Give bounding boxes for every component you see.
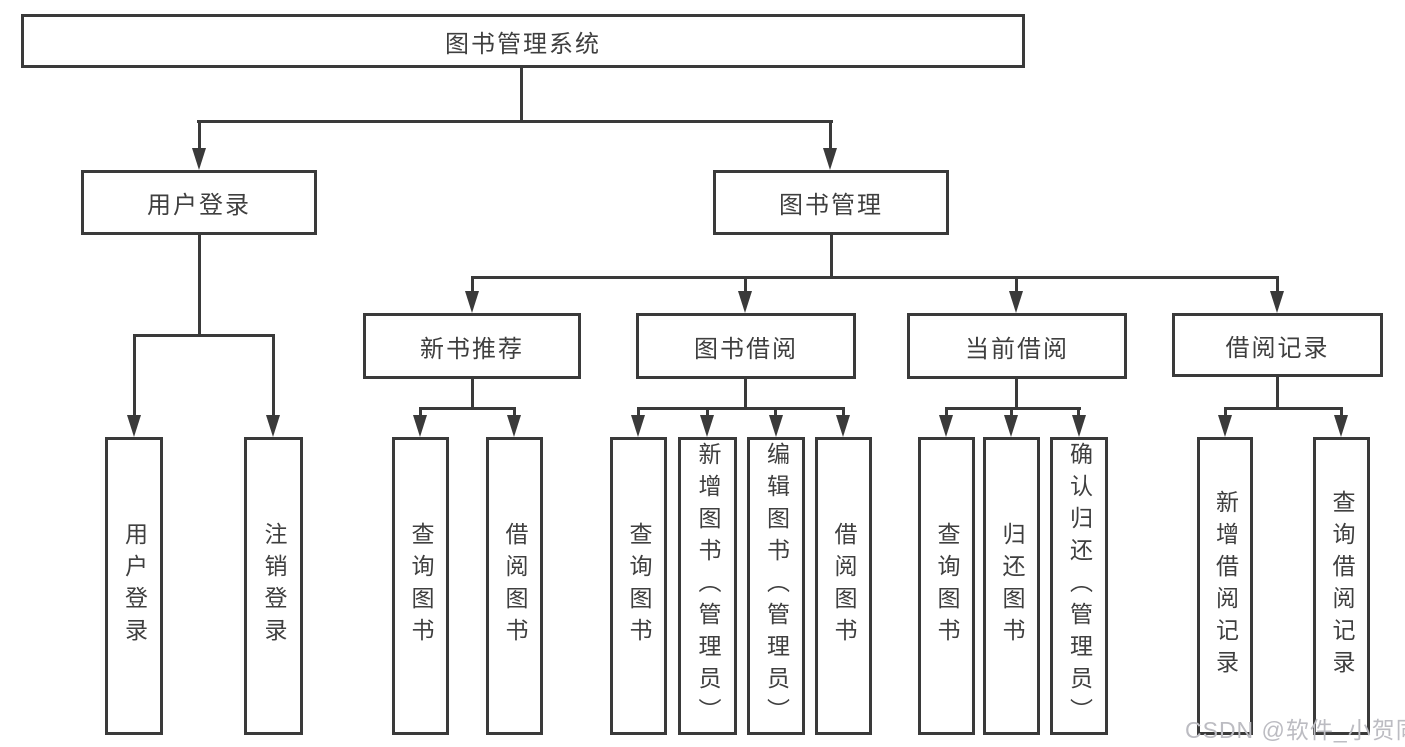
node-current-borrowing: 当前借阅: [907, 313, 1127, 379]
node-label: 查询图书: [626, 522, 652, 650]
node-new-book-recommendation: 新书推荐: [363, 313, 581, 379]
connector-line: [1010, 407, 1013, 417]
node-leaf-query-books-recommend: 查询图书: [392, 437, 449, 735]
arrowhead-icon: [1270, 291, 1284, 313]
node-label: 图书管理: [779, 192, 883, 219]
arrowhead-icon: [192, 148, 206, 170]
arrowhead-icon: [1009, 291, 1023, 313]
arrowhead-icon: [1072, 415, 1086, 437]
node-label: 用户登录: [147, 192, 251, 219]
node-label: 借阅图书: [502, 522, 528, 650]
node-label: 新书推荐: [420, 335, 524, 363]
connector-line: [419, 407, 422, 417]
node-leaf-borrow-books-recommend: 借阅图书: [486, 437, 543, 735]
node-label: 借阅记录: [1225, 334, 1330, 362]
node-label: 当前借阅: [965, 335, 1069, 363]
connector-line: [637, 407, 640, 417]
arrowhead-icon: [631, 415, 645, 437]
node-leaf-logout: 注销登录: [244, 437, 303, 735]
node-leaf-edit-books-admin: 编辑图书（管理员）: [747, 437, 805, 735]
node-label: 确认归还（管理员）: [1066, 442, 1093, 730]
connector-line: [197, 120, 833, 123]
connector-line: [198, 235, 201, 334]
node-borrowing-records: 借阅记录: [1172, 313, 1383, 377]
node-label: 归还图书: [999, 522, 1025, 650]
arrowhead-icon: [836, 415, 850, 437]
arrowhead-icon: [700, 415, 714, 437]
node-label: 借阅图书: [831, 522, 857, 650]
node-book-borrowing: 图书借阅: [636, 313, 856, 379]
node-leaf-return-books: 归还图书: [983, 437, 1040, 735]
arrowhead-icon: [1218, 415, 1232, 437]
connector-line: [198, 120, 201, 150]
node-leaf-user-login: 用户登录: [105, 437, 163, 735]
node-user-login: 用户登录: [81, 170, 317, 235]
connector-line: [1340, 407, 1343, 417]
arrowhead-icon: [1334, 415, 1348, 437]
node-label: 新增图书（管理员）: [695, 442, 721, 730]
arrowhead-icon: [127, 415, 141, 437]
node-leaf-query-books-borrowing: 查询图书: [610, 437, 667, 735]
connector-line: [945, 407, 1081, 410]
connector-line: [513, 407, 516, 417]
node-label: 图书管理系统: [445, 30, 601, 58]
connector-line: [945, 407, 948, 417]
arrowhead-icon: [823, 148, 837, 170]
arrowhead-icon: [465, 291, 479, 313]
csdn-watermark: CSDN @软件_小贺同学: [1185, 717, 1405, 743]
connector-line: [774, 407, 777, 417]
arrowhead-icon: [413, 415, 427, 437]
arrowhead-icon: [266, 415, 280, 437]
connector-line: [471, 379, 474, 407]
connector-line: [272, 334, 275, 417]
connector-line: [1276, 276, 1279, 293]
node-label: 图书借阅: [694, 335, 798, 363]
node-leaf-add-books-admin: 新增图书（管理员）: [678, 437, 737, 735]
connector-line: [520, 68, 523, 120]
node-label: 注销登录: [261, 522, 287, 650]
node-label: 查询图书: [934, 522, 960, 650]
connector-line: [133, 334, 136, 417]
connector-line: [637, 407, 845, 410]
connector-line: [471, 276, 474, 293]
arrowhead-icon: [939, 415, 953, 437]
connector-line: [706, 407, 709, 417]
arrowhead-icon: [738, 291, 752, 313]
connector-line: [419, 407, 516, 410]
node-label: 编辑图书（管理员）: [763, 442, 790, 730]
node-leaf-add-borrow-record: 新增借阅记录: [1197, 437, 1253, 735]
connector-line: [1224, 407, 1342, 410]
node-label: 新增借阅记录: [1212, 490, 1239, 682]
node-leaf-confirm-return-admin: 确认归还（管理员）: [1050, 437, 1108, 735]
connector-line: [842, 407, 845, 417]
connector-line: [1276, 377, 1279, 407]
connector-line: [744, 276, 747, 293]
node-library-management-system: 图书管理系统: [21, 14, 1025, 68]
node-label: 查询借阅记录: [1329, 490, 1355, 682]
connector-line: [133, 334, 274, 337]
connector-line: [471, 276, 1279, 279]
connector-line: [830, 235, 833, 276]
connector-line: [744, 379, 747, 407]
arrowhead-icon: [507, 415, 521, 437]
connector-line: [1077, 407, 1080, 417]
node-leaf-borrow-books-borrowing: 借阅图书: [815, 437, 872, 735]
connector-line: [1224, 407, 1227, 417]
arrowhead-icon: [769, 415, 783, 437]
arrowhead-icon: [1004, 415, 1018, 437]
node-leaf-query-books-current: 查询图书: [918, 437, 975, 735]
connector-line: [829, 120, 832, 150]
node-label: 查询图书: [408, 522, 434, 650]
connector-line: [1015, 276, 1018, 293]
connector-line: [1015, 379, 1018, 407]
node-book-management: 图书管理: [713, 170, 949, 235]
node-leaf-query-borrow-record: 查询借阅记录: [1313, 437, 1370, 735]
node-label: 用户登录: [121, 522, 148, 650]
